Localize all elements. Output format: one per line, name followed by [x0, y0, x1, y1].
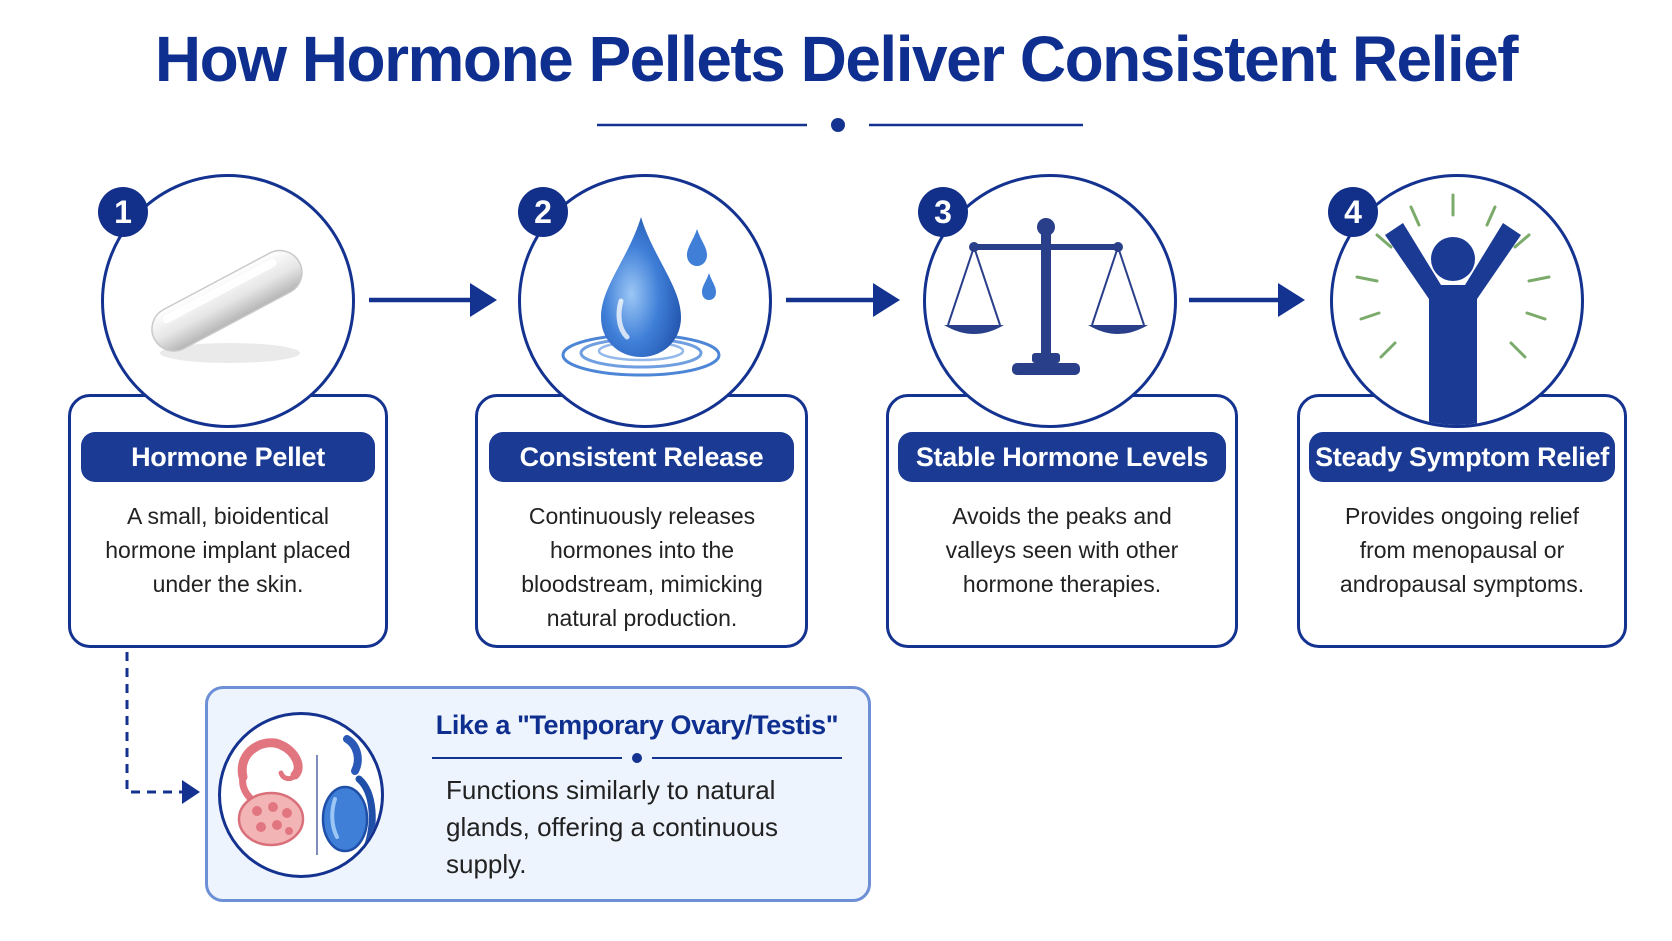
step-number-badge-2: 2	[518, 187, 568, 237]
step-number-badge-1: 1	[98, 187, 148, 237]
step-number-badge-3: 3	[918, 187, 968, 237]
balance-scale-icon	[944, 218, 1148, 375]
analogy-description: Functions similarly to natural glands, o…	[446, 775, 778, 879]
analogy-title: Like a "Temporary Ovary/Testis"	[435, 710, 839, 740]
step-heading-pill-1: Hormone Pellet	[81, 432, 375, 482]
step-heading-pill-3: Stable Hormone Levels	[898, 432, 1226, 482]
arrow-right-icon	[369, 283, 497, 317]
step-description-4: Provides ongoing relief from menopausal …	[1339, 503, 1585, 597]
step-heading-pill-2: Consistent Release	[489, 432, 794, 482]
step-heading-pill-4: Steady Symptom Relief	[1309, 432, 1615, 482]
arrow-right-icon	[1189, 283, 1305, 317]
step-description-3: Avoids the peaks and valleys seen with o…	[945, 503, 1179, 597]
step-number-badge-4: 4	[1328, 187, 1378, 237]
step-icon-circle-1	[101, 174, 355, 428]
analogy-divider	[432, 753, 842, 763]
arrow-right-icon	[786, 283, 900, 317]
step-icon-circle-4	[1330, 174, 1584, 428]
water-drop-icon	[561, 217, 721, 377]
page-title: How Hormone Pellets Deliver Consistent R…	[154, 23, 1519, 95]
step-description-1: A small, bioidentical hormone implant pl…	[105, 503, 351, 597]
celebrating-person-icon	[1355, 193, 1551, 425]
analogy-icon-circle	[218, 712, 384, 878]
step-description-2: Continuously releases hormones into the …	[521, 503, 763, 631]
ovary-testis-icon	[237, 735, 376, 855]
title-divider	[597, 118, 1083, 132]
pellet-icon	[151, 249, 303, 363]
